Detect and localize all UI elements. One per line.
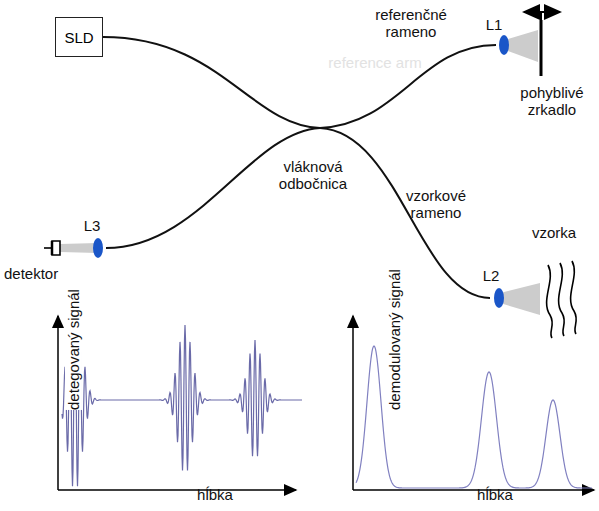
signal-trace <box>62 308 302 486</box>
part-label: detektor <box>4 265 74 282</box>
mirror-stem <box>540 12 542 20</box>
arm-label: vzorkové rameno <box>396 187 476 221</box>
lens-label: L2 <box>479 267 503 284</box>
beam <box>60 243 98 253</box>
axis-label: detegovaný signál <box>64 289 81 410</box>
coupler-label: vláknová odbočnica <box>268 158 358 192</box>
axis-label: hĺbka <box>185 486 245 503</box>
axis-label: hĺbka <box>465 486 525 503</box>
lens <box>499 35 509 55</box>
axis-label: demodulovaný signál <box>385 269 402 410</box>
fiber <box>103 37 490 298</box>
watermark: reference arm <box>320 54 430 71</box>
part-label: pohyblivé zrkadlo <box>508 84 596 118</box>
axis <box>353 489 594 491</box>
node-text: SLD <box>64 29 93 46</box>
fiber <box>106 45 496 248</box>
beam <box>500 283 540 315</box>
beam <box>505 30 538 62</box>
axis <box>57 316 59 490</box>
light-source-box: SLD <box>55 17 103 57</box>
lens <box>494 288 504 308</box>
lens-label: L3 <box>80 217 104 234</box>
lens <box>93 238 103 258</box>
detector-symbol <box>52 241 60 255</box>
mirror <box>540 20 543 76</box>
part-label: vzorka <box>524 224 584 241</box>
arm-label: referenčné rameno <box>366 6 456 40</box>
lens-label: L1 <box>482 16 506 33</box>
axis <box>352 316 354 490</box>
axis <box>58 489 296 491</box>
